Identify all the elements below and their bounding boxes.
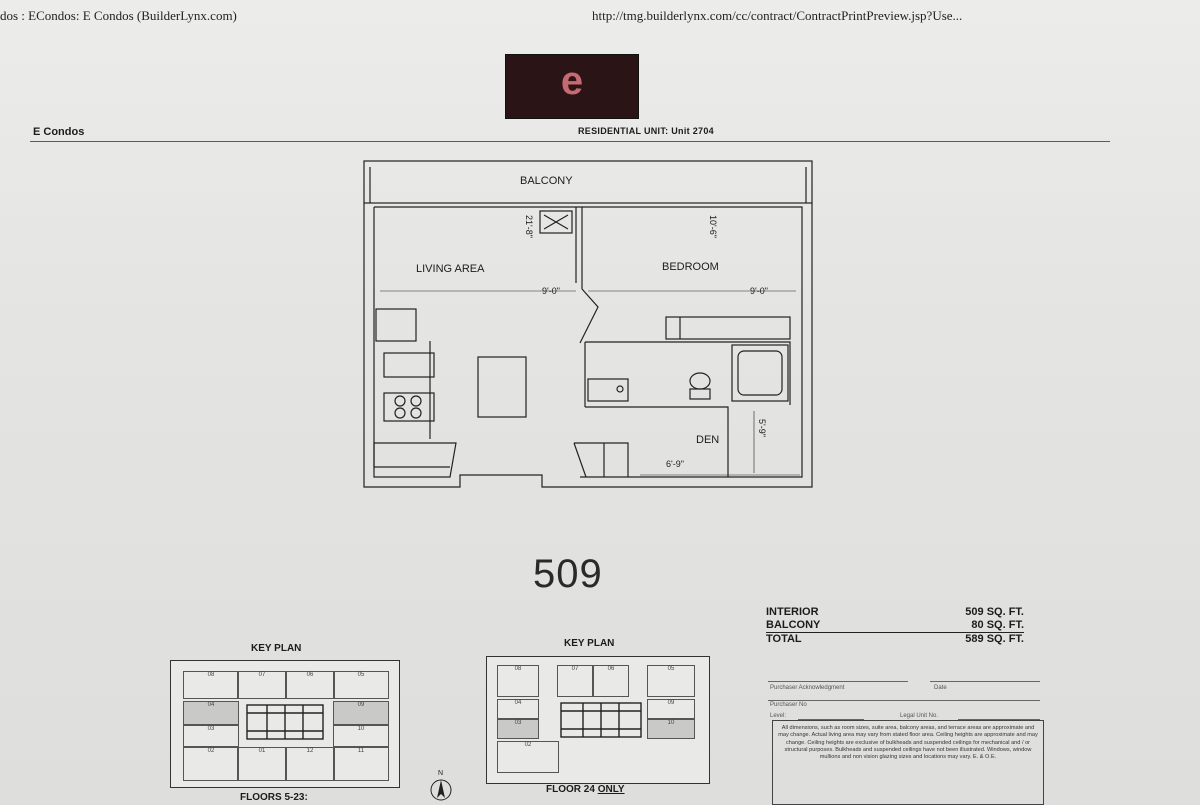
- unit-number: 509: [533, 552, 603, 596]
- key-cell: 09: [647, 699, 695, 719]
- key-cell: 07: [237, 671, 287, 699]
- key-cell: 08: [497, 665, 539, 697]
- date-label: Date: [934, 685, 947, 691]
- key-cell: 06: [593, 665, 629, 697]
- level-label: Level:: [770, 713, 787, 719]
- area-row-balcony: BALCONY 80 SQ. FT.: [766, 619, 1024, 633]
- key-plan-title-1: KEY PLAN: [251, 643, 302, 654]
- key-cell: 10: [647, 719, 695, 739]
- den-label: DEN: [696, 434, 720, 446]
- living-width-dim: 9'-0": [542, 286, 560, 296]
- purchaser-ack-label: Purchaser Acknowledgment: [770, 685, 845, 691]
- key-cell: 11: [333, 747, 389, 781]
- key-cell: 03: [183, 725, 239, 747]
- den-depth-dim: 5'-9": [757, 419, 767, 437]
- key-plan-2: 08 07 06 05 04 03 02 10 09: [486, 656, 710, 784]
- key-cell: 03: [497, 719, 539, 739]
- key-cell: 10: [333, 725, 389, 747]
- bedroom-width-dim: 9'-0": [750, 286, 768, 296]
- bedroom-label: BEDROOM: [662, 261, 719, 273]
- key-cell: 05: [647, 665, 695, 697]
- floor-plan-drawing: [363, 160, 813, 488]
- legal-unit-label: Legal Unit No.: [900, 713, 939, 719]
- header-rule: [30, 141, 1110, 142]
- purchaser-no-line: [768, 700, 1040, 701]
- bedroom-depth-dim: 10'-6": [708, 215, 718, 238]
- key-plan-core: [246, 704, 324, 740]
- date-line: [930, 681, 1040, 682]
- key-plan-footer-1: FLOORS 5-23:: [240, 792, 308, 803]
- key-cell: 08: [183, 671, 239, 699]
- living-area-label: LIVING AREA: [416, 263, 485, 275]
- brand-name: E Condos: [33, 126, 85, 138]
- residential-unit-label: RESIDENTIAL UNIT: Unit 2704: [578, 126, 714, 136]
- key-plan-1: 08 07 06 05 04 03 02 01 12 11 10 09: [170, 660, 400, 788]
- signature-line: [768, 681, 908, 682]
- area-row-total: TOTAL 589 SQ. FT.: [766, 633, 1024, 645]
- area-summary: INTERIOR 509 SQ. FT. BALCONY 80 SQ. FT. …: [766, 606, 1024, 646]
- key-cell: 04: [497, 699, 539, 719]
- logo-mark: e: [560, 59, 584, 103]
- browser-header-url: http://tmg.builderlynx.com/cc/contract/C…: [592, 8, 963, 23]
- browser-header-title: dos : ECondos: E Condos (BuilderLynx.com…: [0, 8, 237, 23]
- key-cell: 04: [183, 701, 239, 725]
- key-cell: 06: [285, 671, 335, 699]
- key-plan-core: [560, 702, 642, 738]
- disclaimer-notes: All dimensions, such as room sizes, suit…: [772, 720, 1044, 805]
- key-plan-title-2: KEY PLAN: [564, 638, 615, 649]
- den-width-dim: 6'-9": [666, 459, 684, 469]
- legal-unit-line: [958, 719, 1040, 720]
- north-arrow: N: [428, 770, 456, 802]
- key-cell: 07: [557, 665, 593, 697]
- area-row-interior: INTERIOR 509 SQ. FT.: [766, 606, 1024, 618]
- floor-plan: BALCONY LIVING AREA BEDROOM DEN 9'-0" 9'…: [360, 157, 816, 495]
- key-cell: 12: [285, 747, 335, 781]
- living-depth-dim: 21'-8": [524, 215, 534, 238]
- key-cell: 01: [237, 747, 287, 781]
- key-cell: 02: [183, 747, 239, 781]
- balcony-label: BALCONY: [520, 175, 573, 187]
- e-condos-logo: e: [505, 54, 639, 119]
- purchaser-no-label: Purchaser No: [770, 702, 807, 708]
- key-cell: 02: [497, 741, 559, 773]
- north-arrow-icon: [430, 779, 452, 801]
- key-cell: 05: [333, 671, 389, 699]
- key-cell: 09: [333, 701, 389, 725]
- key-plan-footer-2: FLOOR 24 ONLY: [546, 784, 625, 795]
- level-line: [798, 719, 864, 720]
